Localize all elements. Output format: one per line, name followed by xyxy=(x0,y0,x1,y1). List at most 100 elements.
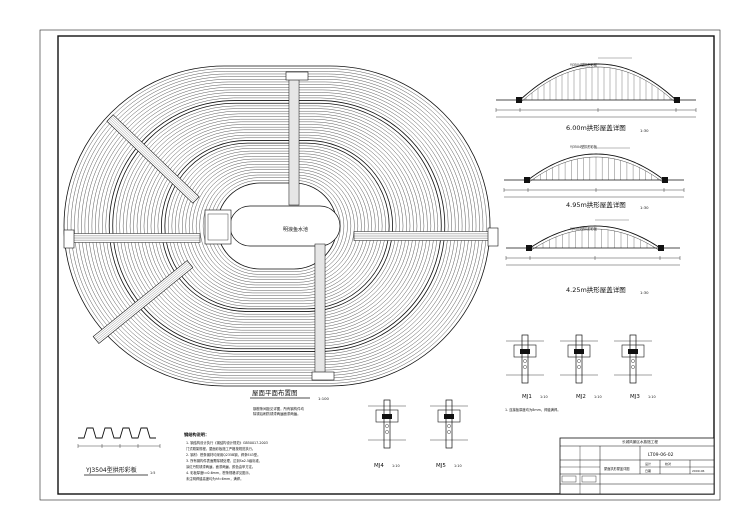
joint-label-mj2: MJ2 xyxy=(576,394,586,400)
walkway xyxy=(92,260,194,344)
gate xyxy=(63,229,75,249)
title-checker: 校对 xyxy=(665,461,671,466)
joint xyxy=(430,399,468,449)
joint-bolt xyxy=(523,365,527,369)
joint-scale-mj4: 1:10 xyxy=(392,464,400,468)
walkway-line xyxy=(109,118,196,201)
joint xyxy=(368,399,406,449)
arch-top xyxy=(519,63,677,101)
walkway-line xyxy=(96,264,191,341)
profile-title: YJ3504型拱形彩板 xyxy=(85,466,137,474)
design-note-7: 未注明焊缝高度均为hf=6mm，满焊。 xyxy=(186,476,243,481)
arch-section xyxy=(503,147,685,198)
design-note-1: 1. 钢结构设计执行《钢结构设计规范》GB50017-2003 xyxy=(186,440,268,445)
joint-bolt xyxy=(523,359,527,363)
roof-ring xyxy=(216,182,338,270)
joint-scale-mj3: 1:10 xyxy=(648,395,656,399)
joint-cleat xyxy=(437,409,461,423)
design-note-6: 4. 彩板厚度t=0.6mm，檩条规格详见图示， xyxy=(186,470,252,475)
title-designer: 设计 xyxy=(645,461,651,466)
joint-scale-mj2: 1:10 xyxy=(594,395,602,399)
roof-ring xyxy=(136,121,418,331)
design-note-5: 涂红丹防锈漆两遍，面漆两遍，颜色由甲方定。 xyxy=(186,464,255,469)
walkway-line xyxy=(94,261,189,338)
title-drawing-no: LT09-06-02 xyxy=(648,452,674,458)
section-top-note-2: YJ3504型拱形彩板 xyxy=(570,144,598,149)
joint-weld xyxy=(382,414,392,419)
title-drawing-name: 屋面拱形屋盖详图 xyxy=(604,466,630,471)
design-note-4: 3. 所有钢构件表面需除锈处理，达到Sa2.5级标准， xyxy=(186,458,262,463)
joint-bolt xyxy=(631,359,635,363)
roof-ring xyxy=(140,124,414,328)
joint-plate xyxy=(521,334,529,384)
joint-label-mj3: MJ3 xyxy=(630,394,640,400)
roof-plan xyxy=(63,65,499,387)
joint-bolt xyxy=(577,359,581,363)
joint-plate xyxy=(629,334,637,384)
section-title-3: 4.25m拱形屋盖详图 xyxy=(566,285,626,294)
section-title-2: 4.95m拱形屋盖详图 xyxy=(566,200,626,209)
design-note-2: 门式刚架规程，屋面彩板施工严格按规范执行。 xyxy=(186,446,255,451)
yj3504-profile xyxy=(77,427,161,476)
roof-ring xyxy=(157,137,397,315)
joint-plate xyxy=(445,399,453,449)
roof-ring xyxy=(133,119,421,333)
plan-center-label: 明浪鱼水池 xyxy=(283,226,308,233)
roof-ring xyxy=(143,126,411,326)
joint-label-mj5: MJ5 xyxy=(436,463,446,469)
arch-section xyxy=(505,219,681,266)
joint-bolt xyxy=(577,365,581,369)
joint-plate xyxy=(575,334,583,384)
title-project: 长城风景区水族馆工程 xyxy=(622,439,658,444)
joint-label-mj4: MJ4 xyxy=(374,463,384,469)
section-top-note-3: YJ3504型拱形彩板 xyxy=(570,226,598,231)
arch-top xyxy=(529,225,661,249)
roof-ring xyxy=(67,68,487,384)
arch-section xyxy=(495,57,697,118)
walkway-line xyxy=(95,263,190,340)
walkway-line xyxy=(110,117,197,200)
joint-cleat xyxy=(621,344,645,358)
joint-label-mj1: MJ1 xyxy=(522,394,532,400)
outer-frame xyxy=(39,29,721,501)
walkway-line xyxy=(111,115,198,199)
joint-cleat xyxy=(513,344,537,358)
joint xyxy=(560,334,598,384)
arch-top xyxy=(527,153,665,181)
joint-bolt xyxy=(447,424,451,428)
joint-scale-mj5: 1:10 xyxy=(454,464,462,468)
title-block-frame xyxy=(559,437,715,495)
entrance-inner xyxy=(207,213,229,241)
section-scale-1: 1:30 xyxy=(640,128,649,133)
pool-outline xyxy=(229,205,341,247)
plan-note-2: 除锈后刷防锈漆两遍面漆两遍。 xyxy=(253,411,300,416)
walkway-line xyxy=(108,119,195,203)
section-scale-3: 1:30 xyxy=(640,290,649,295)
arch-support xyxy=(516,97,522,103)
joint-weld xyxy=(520,349,530,354)
inner-frame xyxy=(57,35,715,495)
profile-wave xyxy=(78,427,156,439)
side-note: 1. 连接板厚度均为8mm，焊缝满焊。 xyxy=(505,407,561,412)
joint-bolt xyxy=(385,424,389,428)
plan-title: 屋面平面布置图 xyxy=(252,388,298,397)
walkway xyxy=(69,233,201,243)
roof-ring xyxy=(154,134,400,318)
roof-ring xyxy=(150,132,404,320)
walkway xyxy=(314,243,326,377)
arch-sections xyxy=(495,57,697,266)
arch-support xyxy=(674,97,680,103)
joint xyxy=(506,334,544,384)
title-block xyxy=(559,437,715,495)
walkway xyxy=(106,114,200,204)
plan-scale: 1:100 xyxy=(318,396,330,401)
walkway-line xyxy=(97,266,192,343)
joint-plate xyxy=(383,399,391,449)
joint-weld xyxy=(574,349,584,354)
roof-ring xyxy=(129,116,425,336)
title-date-label: 日期 xyxy=(645,468,651,473)
joint-cleat xyxy=(375,409,399,423)
gate xyxy=(487,227,499,247)
